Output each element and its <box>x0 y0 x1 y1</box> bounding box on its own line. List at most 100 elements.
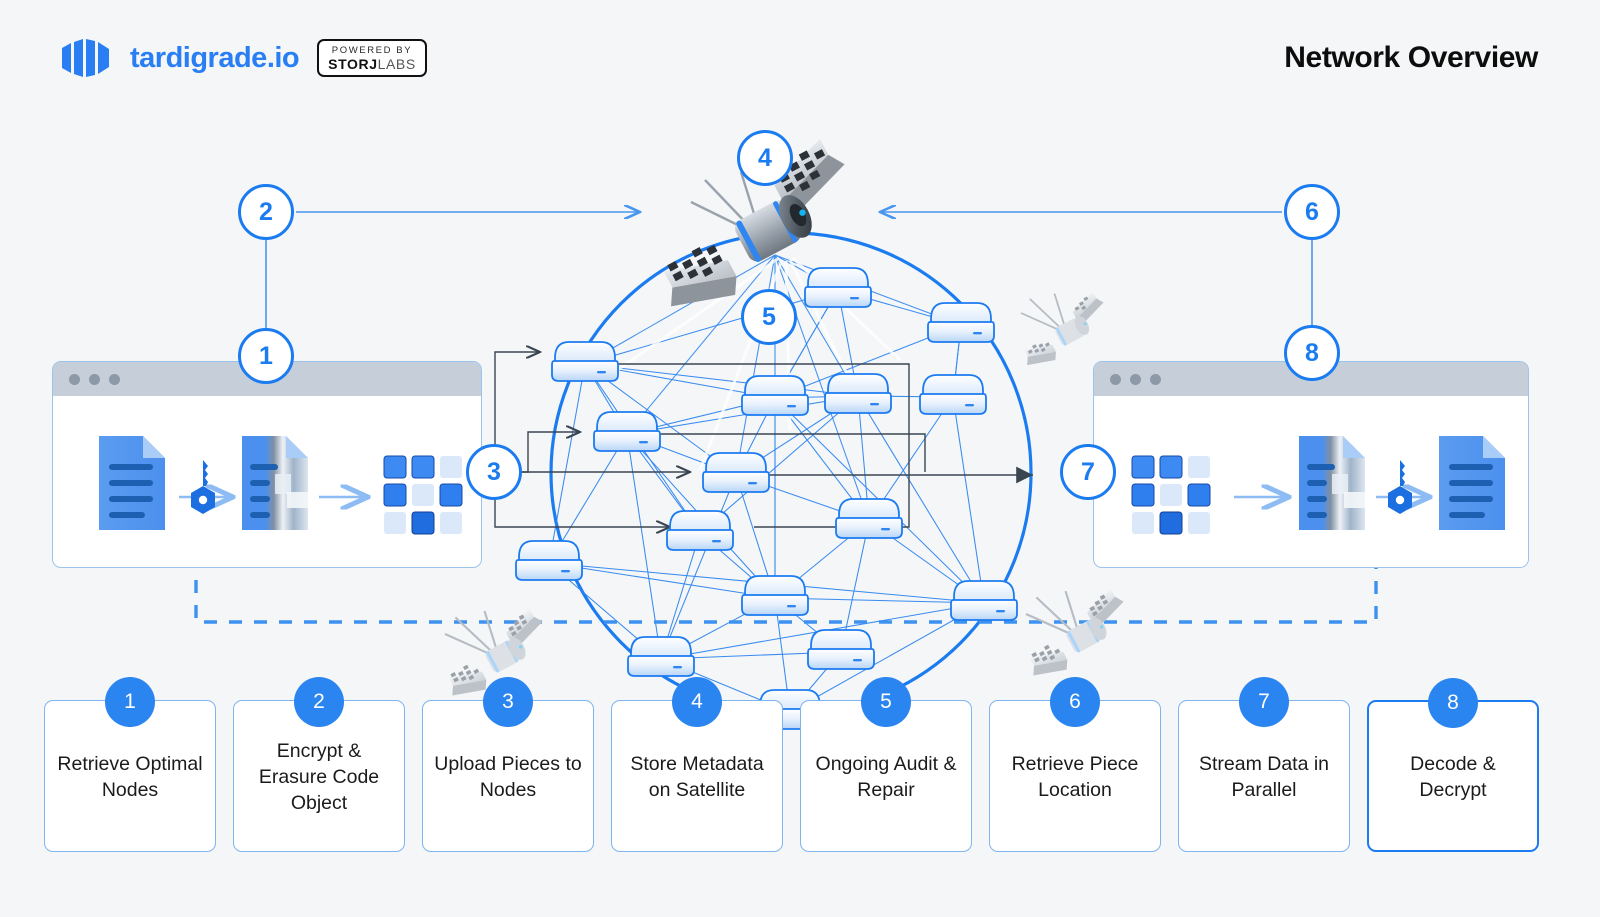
step-marker-3-label: 3 <box>487 457 501 486</box>
storage-node-icon <box>950 580 1018 621</box>
satellite-body <box>735 195 812 263</box>
window-maximize-dot[interactable] <box>1150 373 1161 385</box>
step-marker-8-label: 8 <box>1305 338 1319 367</box>
upload-client-window <box>52 361 482 568</box>
legend-card-7-label: Stream Data in Parallel <box>1198 753 1330 801</box>
legend-badge-4: 4 <box>672 677 722 727</box>
step-marker-5-label: 5 <box>762 302 776 331</box>
legend-badge-7: 7 <box>1239 677 1289 727</box>
storage-node-icon <box>593 411 661 452</box>
storage-node-icon <box>702 452 770 493</box>
legend-badge-2: 2 <box>294 677 344 727</box>
tardigrade-logo-icon <box>60 38 112 78</box>
storage-node-icon <box>515 540 583 581</box>
brand-lockup: tardigrade.io POWERED BY STORJLABS <box>60 38 427 78</box>
step-marker-7[interactable]: 7 <box>1060 444 1116 500</box>
legend-badge-6: 6 <box>1050 677 1100 727</box>
badge-powered-by-text: POWERED BY <box>331 44 413 56</box>
step-marker-2-label: 2 <box>259 197 273 226</box>
legend-card-1[interactable]: 1 Retrieve Optimal Nodes <box>44 677 216 852</box>
legend-card-6-label: Retrieve Piece Location <box>1011 753 1139 801</box>
storage-node-icon <box>741 375 809 416</box>
document-icon <box>1439 436 1505 530</box>
storage-node-icon <box>804 267 872 308</box>
step-marker-7-label: 7 <box>1081 457 1095 486</box>
storage-node-icon <box>627 636 695 677</box>
legend-card-2[interactable]: 2 Encrypt & Erasure Code Object <box>233 677 405 852</box>
erasure-pieces-grid-icon <box>383 455 463 535</box>
legend-card-5[interactable]: 5 Ongoing Audit & Repair <box>800 677 972 852</box>
satellite-icon-small-lower-right <box>1025 588 1124 676</box>
download-client-window <box>1093 361 1529 568</box>
legend-badge-5-num: 5 <box>880 690 892 713</box>
legend-badge-2-num: 2 <box>313 690 325 713</box>
storage-node-icon <box>835 498 903 539</box>
storage-node-icon <box>919 374 987 415</box>
legend-card-8[interactable]: 8 Decode & Decrypt <box>1367 678 1539 852</box>
storage-node-icon <box>551 341 619 382</box>
document-icon <box>99 436 165 530</box>
window-minimize-dot[interactable] <box>1130 373 1141 385</box>
brand-wordmark: tardigrade.io <box>130 41 300 74</box>
powered-by-storj-labs-badge: POWERED BY STORJLABS <box>317 38 427 78</box>
window-maximize-dot[interactable] <box>109 373 120 385</box>
legend-card-3[interactable]: 3 Upload Pieces to Nodes <box>422 677 594 852</box>
badge-labs-light: LABS <box>377 56 416 73</box>
storage-node-icon <box>666 510 734 551</box>
legend-card-3-label: Upload Pieces to Nodes <box>434 753 582 801</box>
step-marker-2[interactable]: 2 <box>238 184 294 240</box>
satellite-icon-small-upper-right <box>1020 291 1104 366</box>
storage-node-icon <box>807 629 875 670</box>
encrypted-document-icon <box>242 436 308 530</box>
step-marker-4-label: 4 <box>758 143 772 172</box>
legend-card-6[interactable]: 6 Retrieve Piece Location <box>989 677 1161 852</box>
window-content <box>53 396 481 567</box>
step-marker-1-label: 1 <box>259 341 273 370</box>
legend-card-8-label: Decode & Decrypt <box>1410 753 1496 801</box>
step-marker-1[interactable]: 1 <box>238 328 294 384</box>
legend-badge-4-num: 4 <box>691 690 703 713</box>
step-marker-6-label: 6 <box>1305 197 1319 226</box>
legend-badge-3: 3 <box>483 677 533 727</box>
legend-badge-1: 1 <box>105 677 155 727</box>
step-marker-5[interactable]: 5 <box>741 289 797 345</box>
legend-card-7[interactable]: 7 Stream Data in Parallel <box>1178 677 1350 852</box>
satellite-panel-right <box>774 138 845 211</box>
satellite-panel-left <box>663 244 737 307</box>
storage-node-icon <box>741 575 809 616</box>
legend-card-4[interactable]: 4 Store Metadata on Satellite <box>611 677 783 852</box>
window-close-dot[interactable] <box>1110 373 1121 385</box>
encrypted-document-icon <box>1299 436 1365 530</box>
legend-card-5-label: Ongoing Audit & Repair <box>815 753 957 801</box>
legend-badge-3-num: 3 <box>502 690 514 713</box>
window-content <box>1094 396 1528 567</box>
erasure-pieces-grid-icon <box>1131 455 1211 535</box>
satellite-icon <box>663 138 845 307</box>
legend-badge-1-num: 1 <box>124 690 136 713</box>
storage-node-icon <box>824 373 892 414</box>
legend-badge-5: 5 <box>861 677 911 727</box>
legend-card-1-label: Retrieve Optimal Nodes <box>57 753 203 801</box>
key-icon <box>1376 460 1430 514</box>
legend-badge-8: 8 <box>1428 678 1478 728</box>
page-title: Network Overview <box>1284 41 1538 74</box>
legend-badge-8-num: 8 <box>1447 691 1459 714</box>
legend-card-4-label: Store Metadata on Satellite <box>630 753 764 801</box>
storage-node-icon <box>927 302 995 343</box>
step-marker-8[interactable]: 8 <box>1284 325 1340 381</box>
step-marker-6[interactable]: 6 <box>1284 184 1340 240</box>
key-icon <box>179 460 233 514</box>
legend-badge-6-num: 6 <box>1069 690 1081 713</box>
storage-nodes-group <box>515 267 1018 730</box>
satellite-icon-small-left <box>444 608 543 696</box>
step-marker-3[interactable]: 3 <box>466 444 522 500</box>
step-marker-4[interactable]: 4 <box>737 130 793 186</box>
marker-connectors <box>265 212 1313 330</box>
badge-storjlabs-text: STORJLABS <box>328 57 416 71</box>
legend-badge-7-num: 7 <box>1258 690 1270 713</box>
window-close-dot[interactable] <box>69 373 80 385</box>
legend-card-2-label: Encrypt & Erasure Code Object <box>258 740 380 814</box>
window-minimize-dot[interactable] <box>89 373 100 385</box>
